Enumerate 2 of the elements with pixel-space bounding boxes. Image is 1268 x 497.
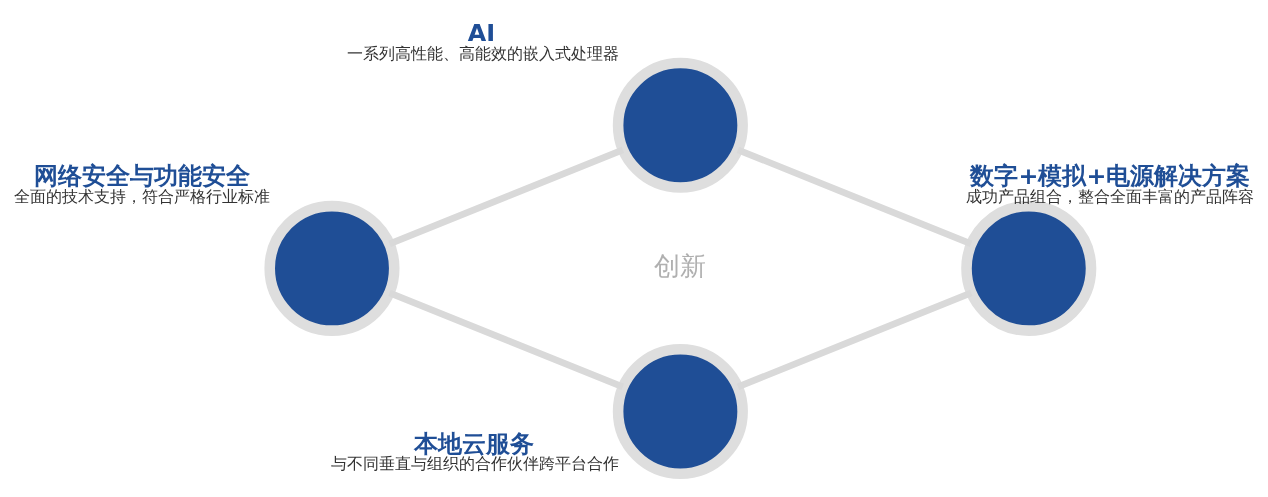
label: 创新 xyxy=(654,249,707,281)
node-label: 一系列高性能、高能效的嵌入式处理器 xyxy=(346,43,619,63)
